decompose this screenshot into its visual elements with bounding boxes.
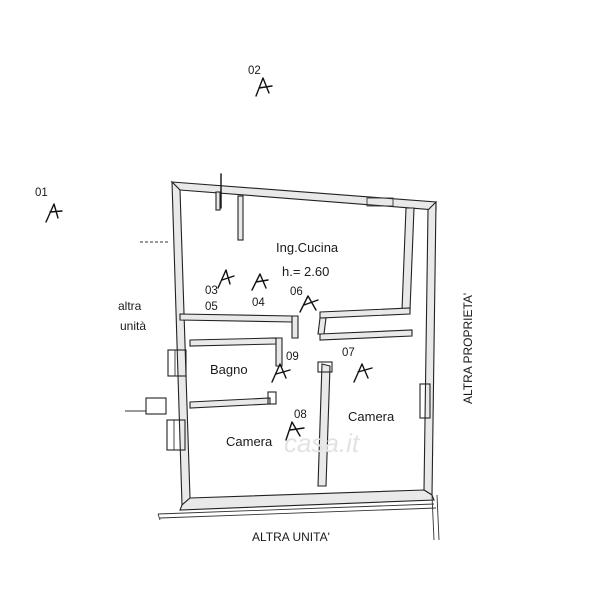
view-marker-07: 07 [342,347,355,359]
view-marker-06: 06 [290,286,303,298]
bathroom-label: Bagno [210,362,248,377]
view-arrow-06 [299,295,319,313]
view-marker-05: 05 [205,301,218,313]
view-marker-04: 04 [252,297,265,309]
view-arrow-02 [255,77,273,97]
view-arrow-04 [251,273,269,291]
view-marker-09: 09 [286,351,299,363]
view-marker-02: 02 [248,65,261,77]
view-arrow-01 [45,203,63,223]
left-unit-label-line2: unità [120,319,146,333]
kitchen-height-label: h.= 2.60 [282,264,329,279]
exterior-walls [125,180,437,511]
view-arrow-09 [271,363,291,383]
view-marker-08: 08 [294,409,307,421]
bottom-unit-label: ALTRA UNITA' [252,530,330,544]
view-arrow-08 [285,421,305,441]
right-property-label: ALTRA PROPRIETA' [461,293,475,404]
watermark-text: casa.it [284,428,361,458]
boundary-lines [157,494,440,541]
bedroom-right-label: Camera [348,409,395,424]
interior-walls [179,173,415,487]
view-arrow-03 [217,269,235,289]
left-unit-label-line1: altra [118,299,142,313]
kitchen-label: Ing.Cucina [276,240,339,255]
bedroom-left-label: Camera [226,434,273,449]
view-marker-03: 03 [205,285,218,297]
view-arrow-07 [353,363,373,383]
view-marker-01: 01 [35,187,48,199]
